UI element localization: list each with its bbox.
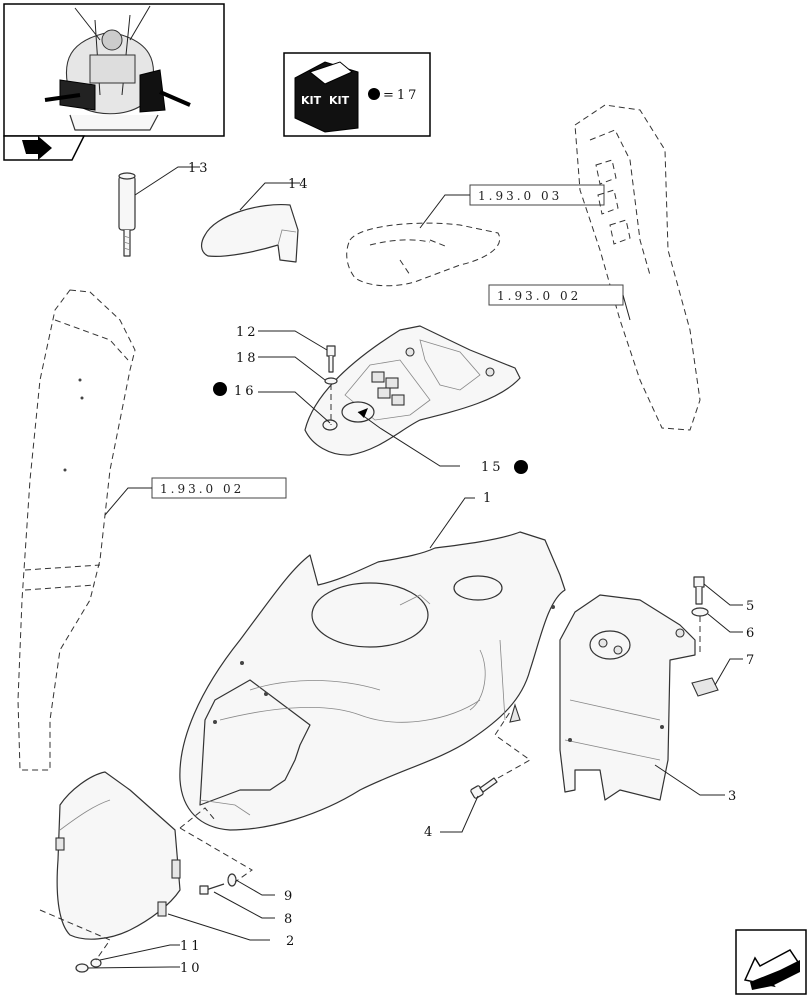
callout-1: 1 xyxy=(483,491,494,506)
part-5-6-7-fasteners xyxy=(691,576,743,697)
kit-equals-text: =17 xyxy=(383,88,419,103)
part-12-bolt xyxy=(324,345,338,425)
reference-1-93-0-02-right: 1.93.0 02 xyxy=(488,104,701,431)
part-3-bracket-plate xyxy=(559,594,725,801)
part-10-11-screws xyxy=(39,909,180,973)
kit-label-left: KIT xyxy=(301,94,322,107)
callout-12: 12 xyxy=(236,325,259,340)
part-1-main-housing xyxy=(179,497,566,831)
nav-back-arrow-icon[interactable] xyxy=(3,135,86,161)
tractor-thumbnail xyxy=(3,3,225,137)
callout-4: 4 xyxy=(424,825,435,840)
callout-16: 16 xyxy=(234,384,257,399)
callout-11: 11 xyxy=(180,939,203,954)
callout-5: 5 xyxy=(746,599,757,614)
part-4-bolt xyxy=(440,711,531,833)
kit-box: KIT KIT =17 xyxy=(283,52,431,137)
nav-next-arrow-icon[interactable] xyxy=(735,929,807,995)
kit-marker-icon xyxy=(368,88,380,100)
callout-15: 15 xyxy=(481,460,504,475)
part-8-9-fasteners xyxy=(179,807,275,919)
reference-1-93-0-03: 1.93.0 03 xyxy=(346,184,605,287)
callout-14: 14 xyxy=(288,177,311,192)
reference-1-93-0-02-left: 1.93.0 02 xyxy=(17,289,287,771)
callout-18: 18 xyxy=(236,351,259,366)
callout-9: 9 xyxy=(284,889,295,904)
kit-label-right: KIT xyxy=(329,94,350,107)
callout-2: 2 xyxy=(286,934,297,949)
callout-13: 13 xyxy=(188,161,211,176)
part-14-cap xyxy=(201,182,300,263)
callout-7: 7 xyxy=(746,653,757,668)
callout-6: 6 xyxy=(746,626,757,641)
kit-marker-16-icon xyxy=(213,382,227,396)
part-2-lower-cover xyxy=(55,771,270,941)
kit-marker-15-icon xyxy=(514,460,528,474)
reference-label: 1.93.0 03 xyxy=(478,189,562,203)
part-15-upper-console xyxy=(304,325,521,456)
callout-3: 3 xyxy=(728,789,739,804)
callout-8: 8 xyxy=(284,912,295,927)
reference-label-left: 1.93.0 02 xyxy=(160,482,244,496)
callout-10: 10 xyxy=(180,961,203,976)
reference-label-right: 1.93.0 02 xyxy=(497,289,581,303)
part-13-spacer xyxy=(118,166,200,257)
